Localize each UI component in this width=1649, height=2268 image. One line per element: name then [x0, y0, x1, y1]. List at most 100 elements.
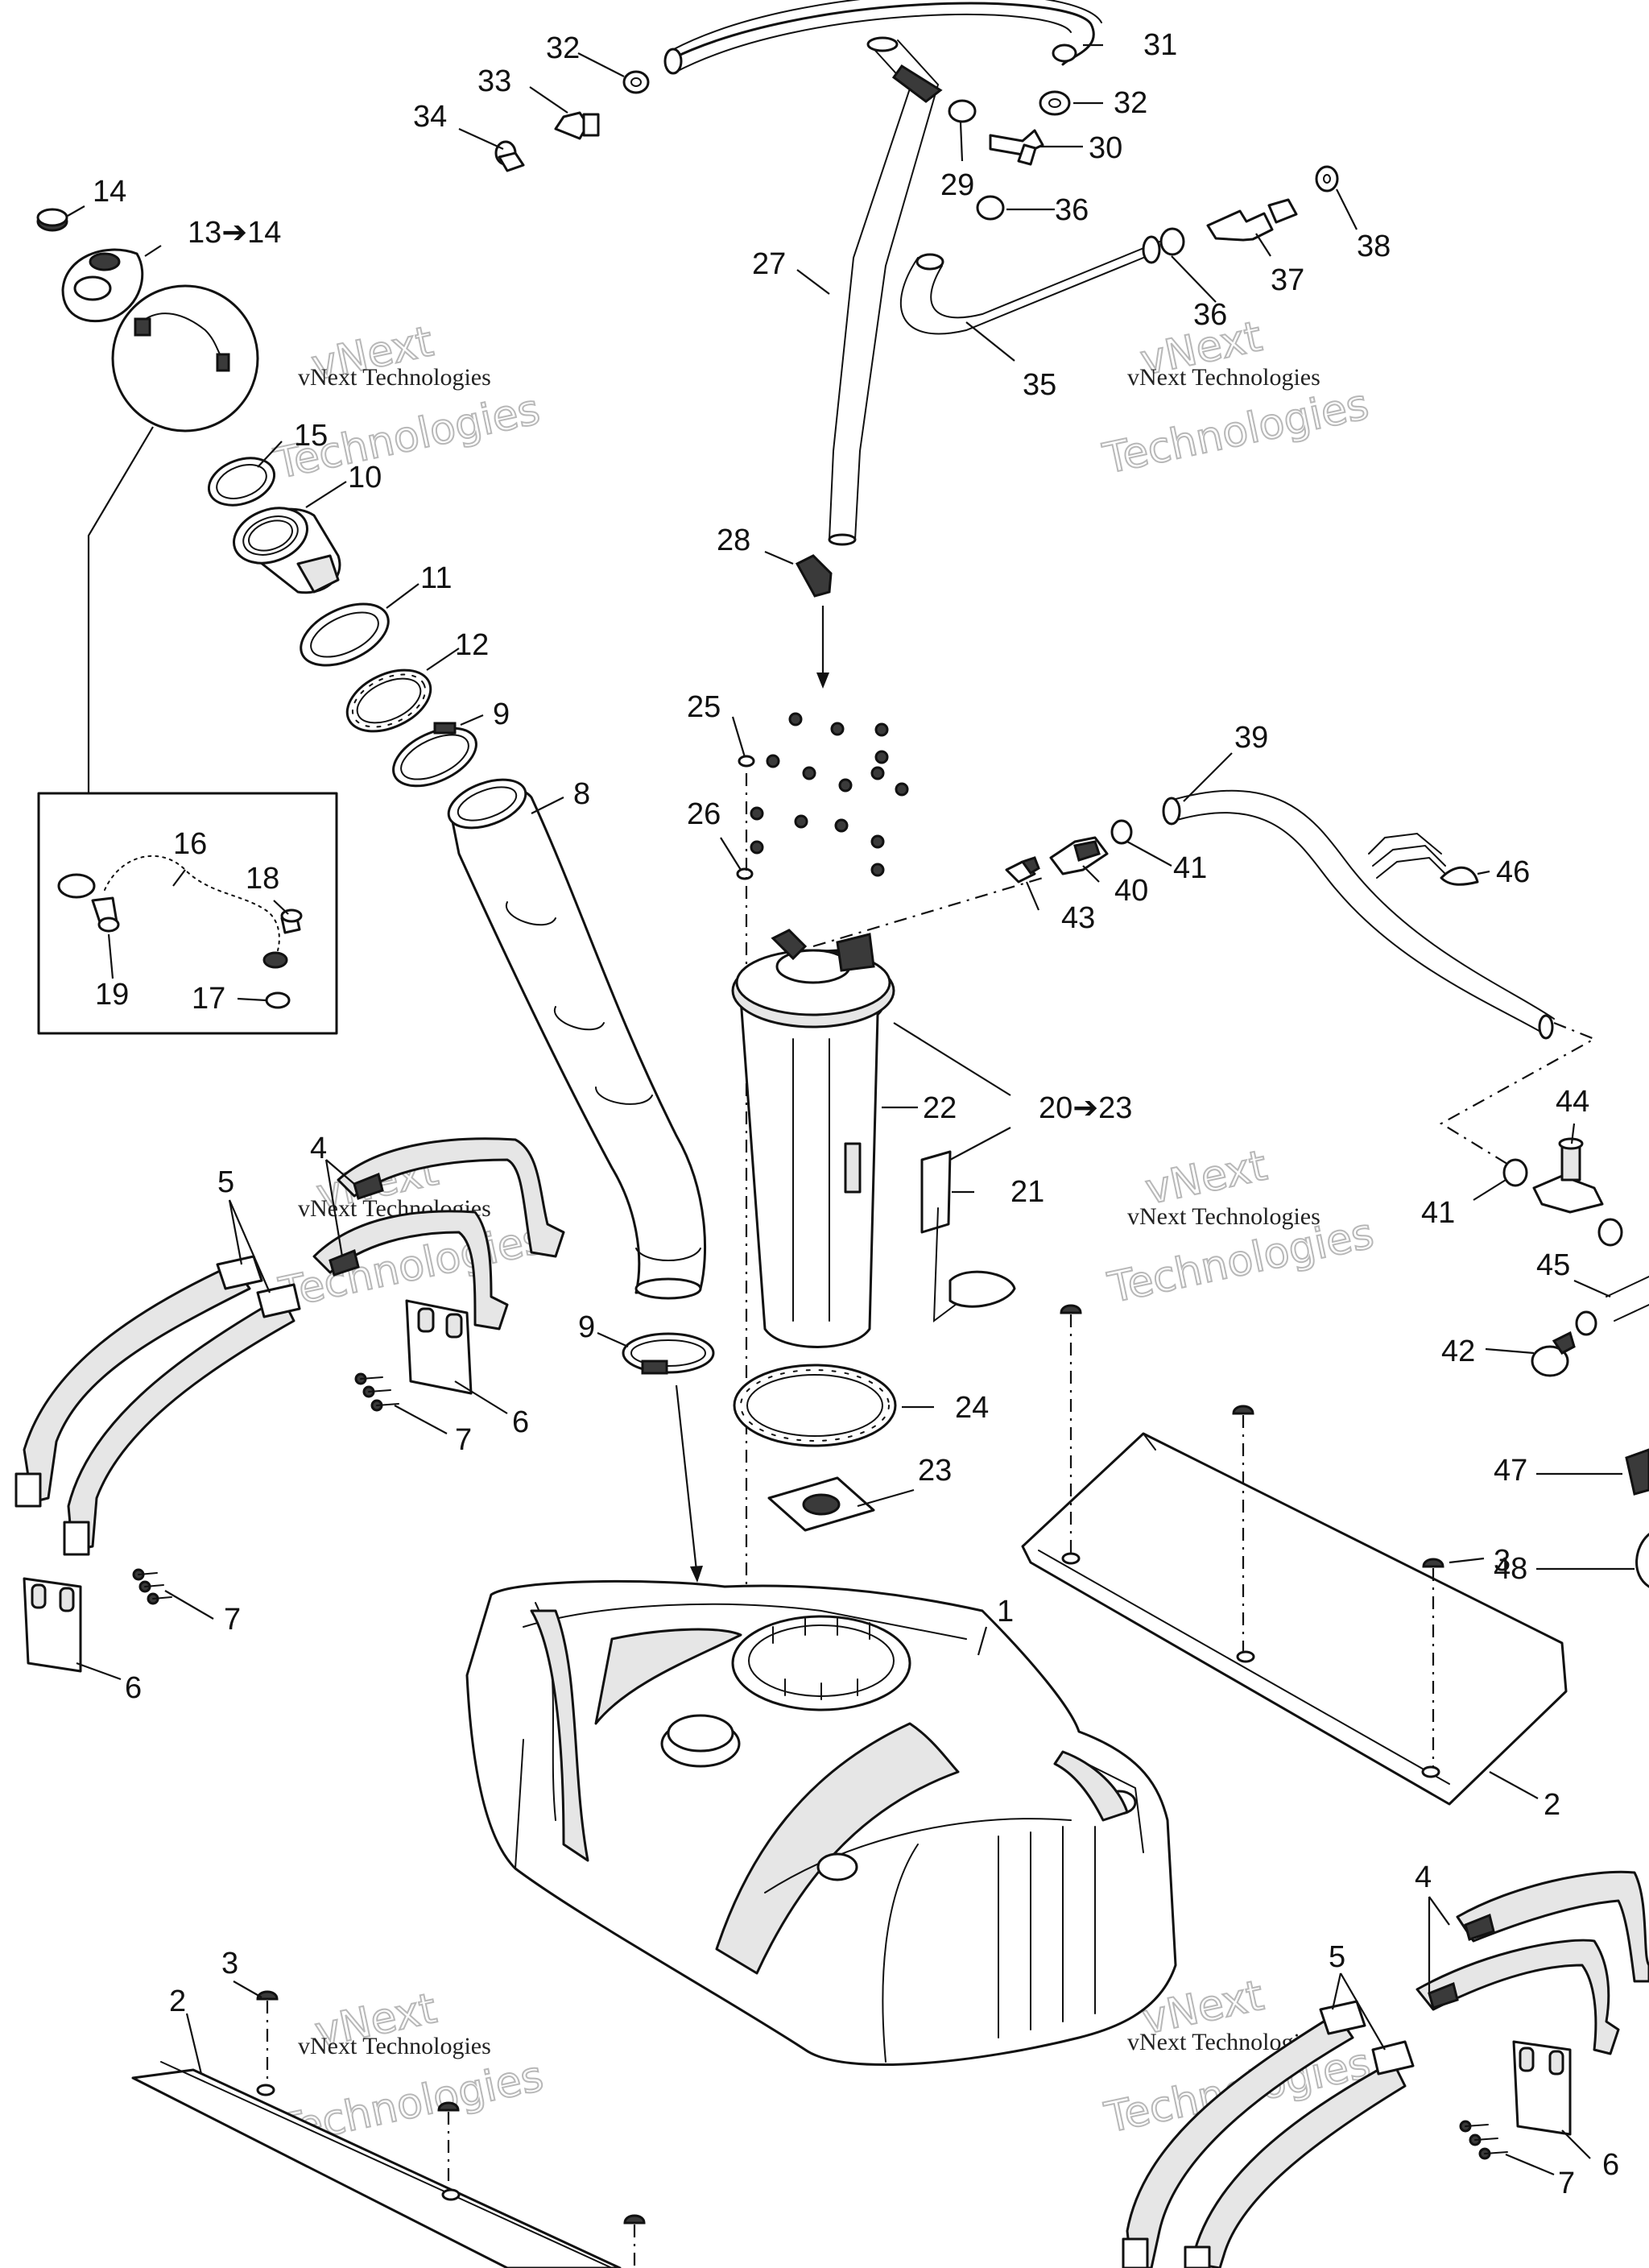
plug-14	[36, 208, 68, 232]
callout-17: 17	[192, 982, 225, 1016]
fitting-43	[1005, 856, 1040, 884]
callout-5: 5	[1329, 1940, 1345, 1974]
callout-44: 44	[1556, 1085, 1589, 1119]
gasket-24	[733, 1364, 897, 1447]
callout-39: 39	[1234, 721, 1268, 755]
strap-5-right	[1122, 2000, 1415, 2268]
vent-hose-31	[663, 0, 1102, 75]
pump-bracket-leader	[893, 1022, 1011, 1096]
fitting-33	[554, 111, 600, 140]
tee-fitting-30	[989, 129, 1044, 166]
bracket-6-upper	[405, 1299, 473, 1395]
callout-24: 24	[955, 1391, 989, 1425]
watermark-company: Technologies	[1099, 380, 1373, 483]
callout-13: 13➔14	[188, 216, 281, 250]
callout-18: 18	[246, 862, 279, 896]
fuel-pump-22	[731, 876, 1044, 1348]
part-47	[1625, 1448, 1649, 1496]
watermarks: vNext Technologies	[269, 317, 544, 490]
callout-6: 6	[1602, 2148, 1619, 2182]
hose-clamp-9-lower	[622, 1332, 715, 1583]
callout-25: 25	[687, 690, 721, 724]
quick-connect-40	[1049, 836, 1109, 875]
callout-3: 3	[1494, 1544, 1511, 1578]
callout-labels: 32 33 34 31 32 29 30 36 36 37 38 35 27 2…	[93, 28, 1619, 2200]
callout-36: 36	[1193, 298, 1227, 332]
strap-4-right	[1415, 1870, 1649, 2055]
chain-detail-box	[37, 792, 338, 1035]
callout-27: 27	[752, 247, 786, 281]
cap-34	[494, 140, 525, 172]
retaining-ring-12	[345, 668, 432, 733]
hose-45	[1606, 1276, 1649, 1322]
strap-4-left-upper	[312, 1137, 565, 1331]
callout-47: 47	[1494, 1454, 1527, 1488]
o-ring-15	[207, 457, 276, 507]
hose-39-route	[1439, 1021, 1597, 1169]
elbow-fitting-28	[795, 554, 833, 689]
callout-22: 22	[923, 1091, 957, 1125]
strap-5-left	[14, 1255, 301, 1556]
bolts-7-upper	[354, 1372, 399, 1412]
callout-5: 5	[217, 1165, 234, 1199]
filler-cap-13	[61, 248, 144, 323]
callout-1: 1	[997, 1595, 1014, 1629]
screws-25-26	[736, 712, 909, 880]
callout-16: 16	[173, 827, 207, 861]
level-sender-21	[920, 1150, 1016, 1323]
callout-2: 2	[169, 1984, 186, 2018]
hose-clamp-9-top	[392, 722, 477, 788]
bolts-7-lower	[132, 1568, 172, 1605]
callout-34: 34	[413, 100, 447, 134]
filter-38	[1315, 165, 1339, 192]
filter-screen-23	[767, 1476, 875, 1532]
callout-7: 7	[224, 1603, 241, 1637]
callout-10: 10	[348, 461, 382, 495]
callout-36: 36	[1055, 193, 1089, 227]
skid-plate-2-left	[131, 2061, 622, 2268]
callout-7: 7	[1558, 2167, 1575, 2200]
callout-28: 28	[717, 524, 750, 557]
callout-40: 40	[1114, 874, 1148, 908]
clamp-41-right	[1502, 1158, 1528, 1187]
part-48	[1635, 1533, 1649, 1588]
filler-hose-8	[447, 778, 707, 1300]
callout-6: 6	[512, 1405, 529, 1439]
callout-45: 45	[1536, 1248, 1570, 1282]
callout-23: 23	[918, 1454, 952, 1488]
callout-11: 11	[420, 561, 452, 595]
callout-7: 7	[455, 1423, 472, 1457]
cap-detail-circle	[111, 284, 259, 432]
callout-46: 46	[1496, 855, 1530, 889]
callout-2: 2	[1544, 1788, 1560, 1822]
callout-14: 14	[93, 175, 126, 209]
cap-42	[1531, 1331, 1576, 1377]
callout-41: 41	[1173, 851, 1207, 885]
rivet-3-a	[1060, 1304, 1082, 1554]
clamp-32-left	[622, 70, 650, 94]
callout-9: 9	[493, 697, 510, 731]
clamp-36-right	[1159, 227, 1185, 256]
callout-31: 31	[1143, 28, 1177, 62]
rivet-3-d	[256, 1990, 279, 2086]
callout-4: 4	[1415, 1860, 1432, 1894]
clamp-32-right	[1039, 90, 1071, 116]
callout-6: 6	[125, 1671, 142, 1705]
rivet-3-c	[1422, 1558, 1444, 1768]
tee-44	[1532, 1137, 1604, 1214]
bracket-6-lower	[23, 1577, 82, 1673]
callout-9: 9	[578, 1310, 595, 1344]
gasket-11	[300, 602, 390, 667]
callout-30: 30	[1089, 131, 1122, 165]
callout-8: 8	[573, 777, 590, 811]
rivet-3-e	[437, 2101, 460, 2191]
leader-lines	[67, 43, 1635, 2176]
callout-29: 29	[940, 168, 974, 202]
hose-27	[828, 36, 943, 546]
callout-43: 43	[1061, 901, 1095, 935]
cap-detail-leader	[87, 426, 154, 793]
callout-3: 3	[221, 1947, 238, 1980]
bracket-6-right	[1512, 2040, 1572, 2136]
hose-39	[1162, 789, 1555, 1040]
